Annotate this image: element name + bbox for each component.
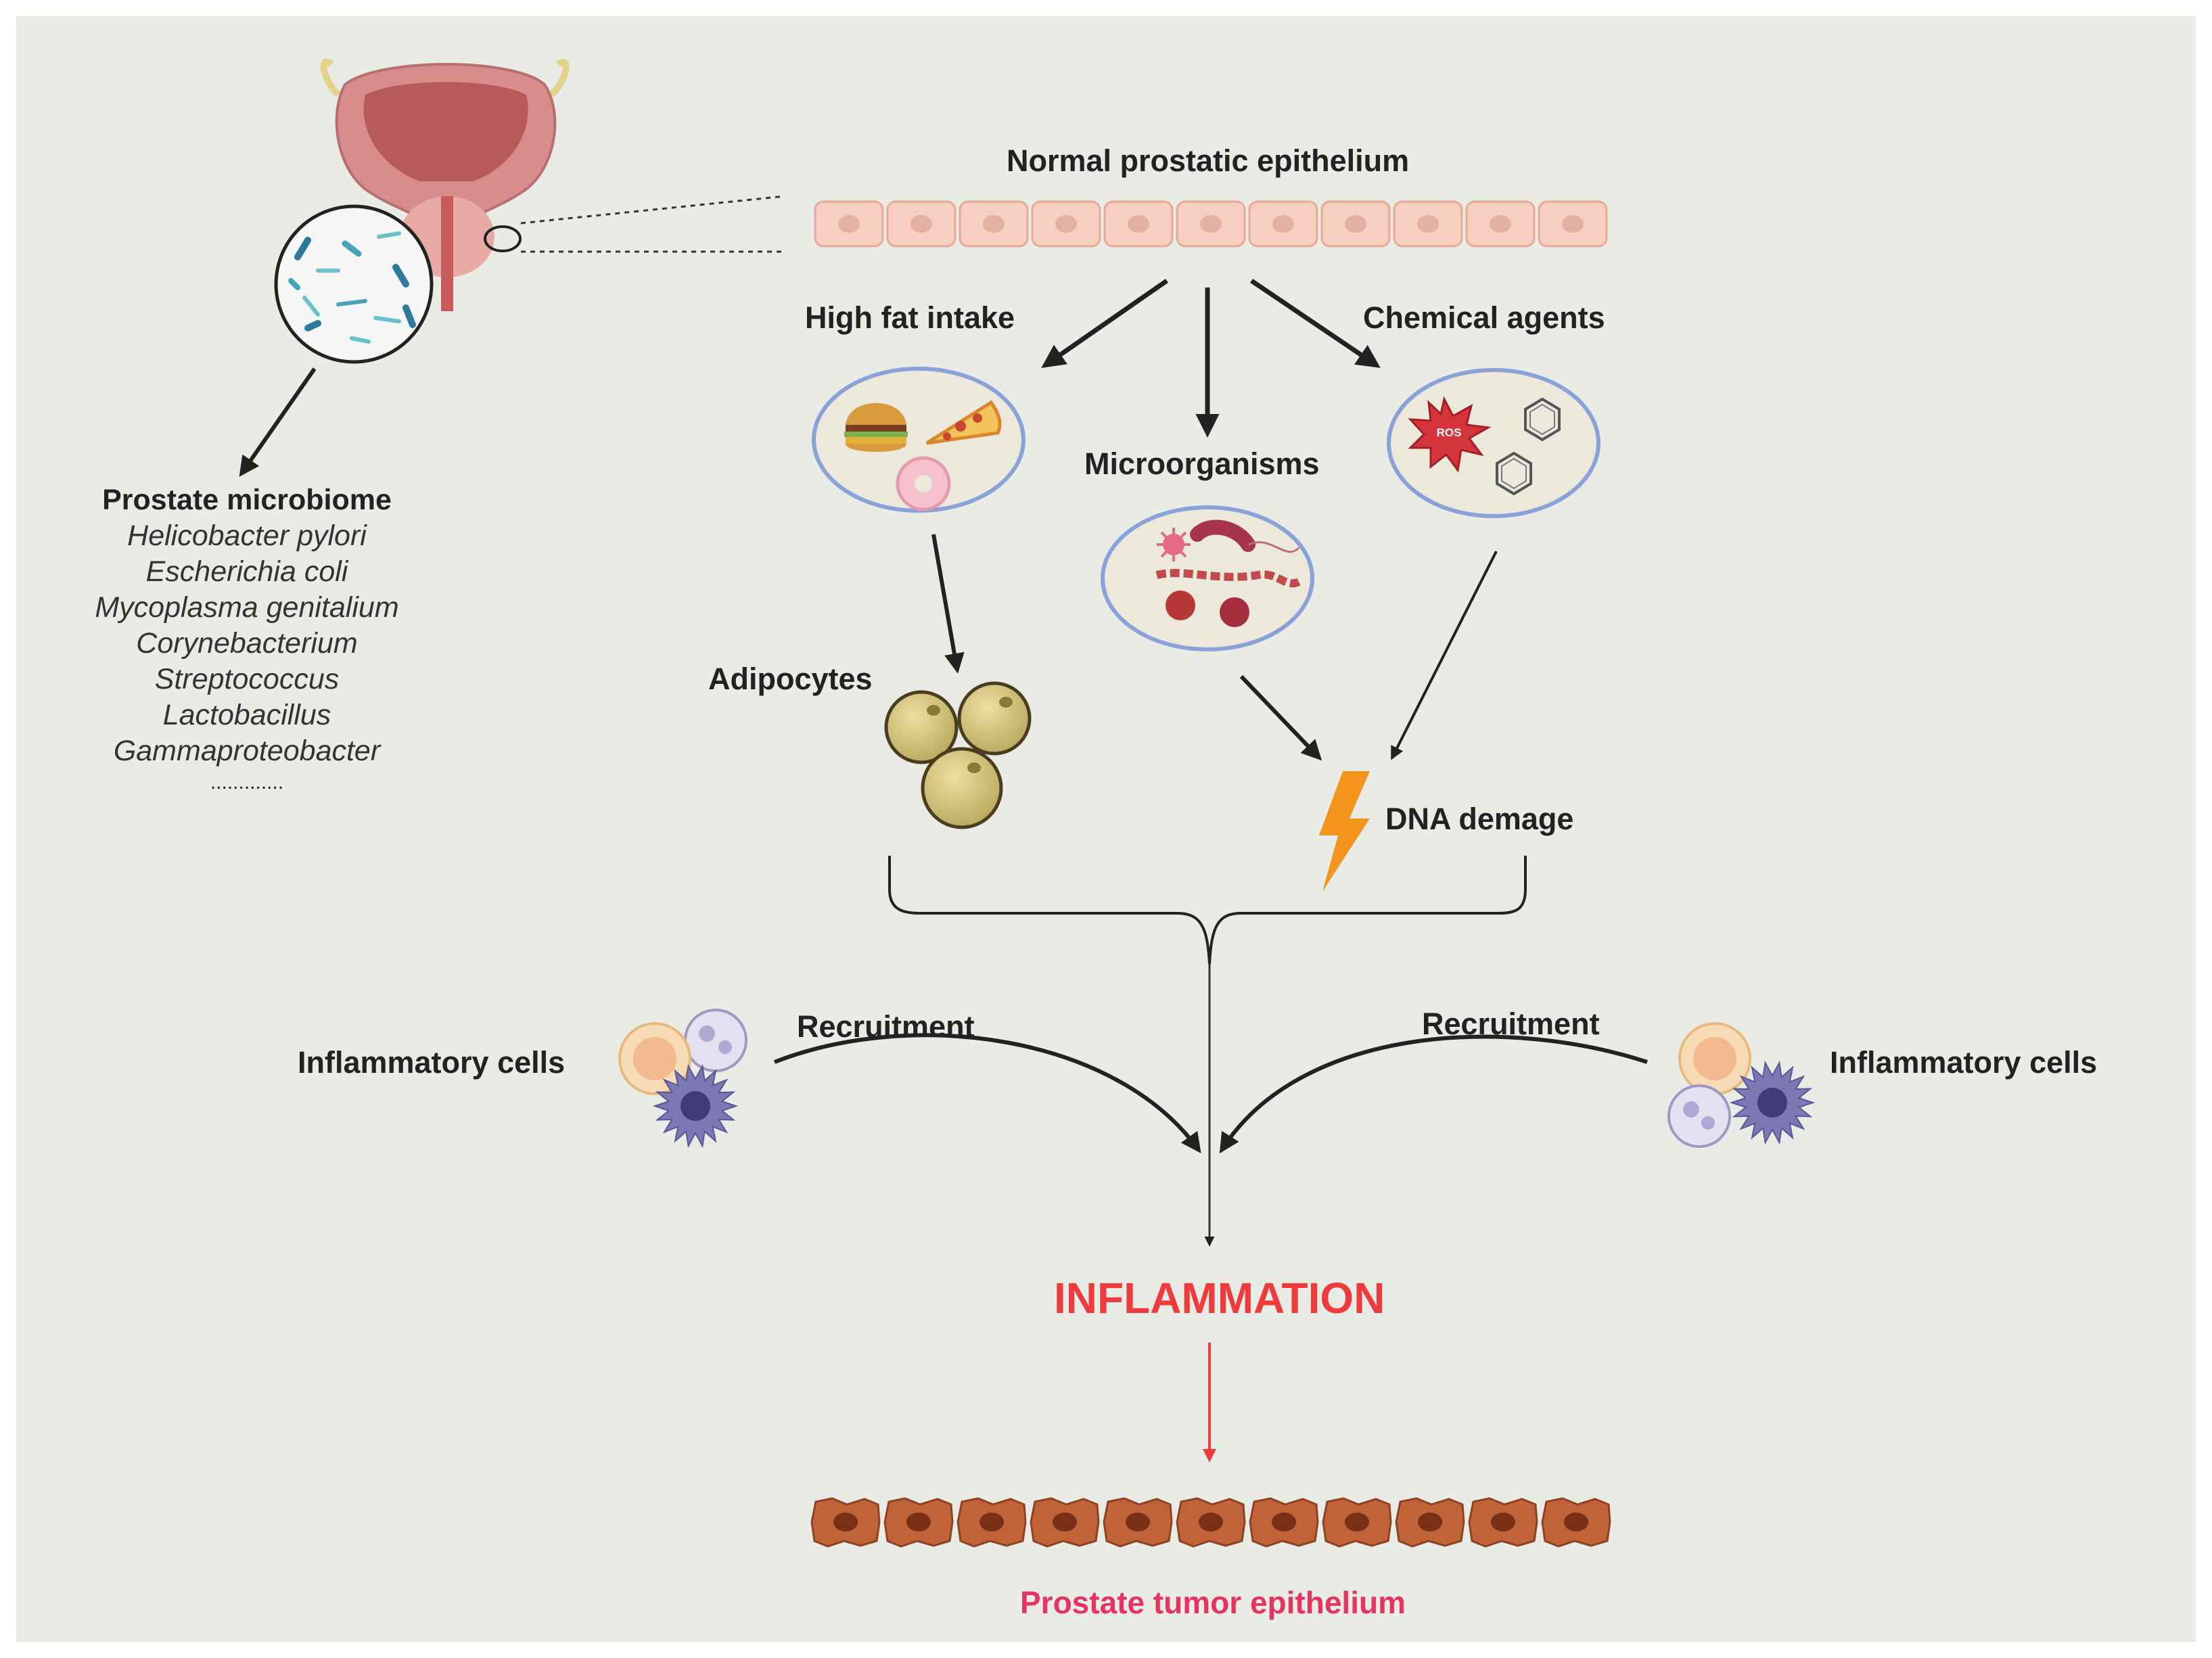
- normal-epithelium-cells: [814, 200, 1608, 248]
- species-item: Corynebacterium: [136, 627, 358, 660]
- adipocytes-label: Adipocytes: [708, 662, 873, 696]
- recruitment-right-label: Recruitment: [1422, 1007, 1600, 1041]
- species-item: Mycoplasma genitalium: [95, 591, 399, 624]
- branch-arrows: [1041, 279, 1381, 438]
- microbiome-ellipsis: .............: [210, 771, 284, 793]
- inflammatory-cell-icon: [1667, 1022, 1816, 1148]
- inflammatory-cells-right-label: Inflammatory cells: [1830, 1045, 2098, 1080]
- tumor-cell-nucleus: [906, 1513, 931, 1532]
- inflammatory-cells-left-label: Inflammatory cells: [298, 1045, 566, 1080]
- merge-brace: [888, 856, 1527, 1247]
- normal-cell-nucleus: [1128, 215, 1149, 233]
- inflammation-label: INFLAMMATION: [1054, 1274, 1385, 1322]
- normal-cell-nucleus: [1490, 215, 1511, 233]
- tumor-cell-nucleus: [1564, 1513, 1588, 1532]
- tumor-cell-nucleus: [1345, 1513, 1369, 1532]
- spiky-cell-nucleus: [681, 1091, 710, 1121]
- microorganisms-label: Microorganisms: [1084, 446, 1320, 481]
- normal-cell-nucleus: [1345, 215, 1366, 233]
- bacteria-magnifier-icon: [239, 204, 434, 477]
- tumor-cell-nucleus: [1126, 1513, 1150, 1532]
- species-item: Streptococcus: [154, 663, 340, 695]
- food-icon: [812, 367, 1026, 513]
- tumor-cell-nucleus: [833, 1513, 858, 1532]
- tumor-epithelium-cells: [810, 1497, 1611, 1548]
- tumor-cell-nucleus: [1491, 1513, 1515, 1532]
- microbiome-title: Prostate microbiome: [102, 484, 392, 516]
- normal-cell-nucleus: [911, 215, 932, 233]
- normal-cell-nucleus: [838, 215, 860, 233]
- microorganism-icon: [1101, 505, 1314, 651]
- normal-epithelium-label: Normal prostatic epithelium: [1007, 143, 1410, 178]
- inflammatory-cell-icon: [618, 1009, 747, 1149]
- spiky-cell-nucleus: [1757, 1088, 1787, 1118]
- normal-cell-nucleus: [983, 215, 1005, 233]
- tumor-cell-nucleus: [1053, 1513, 1077, 1532]
- lightning-icon: [1319, 771, 1370, 892]
- ros-badge: ROS: [1437, 426, 1462, 439]
- bladder-prostate-icon: [320, 59, 785, 311]
- tumor-epithelium-label: Prostate tumor epithelium: [1020, 1585, 1406, 1620]
- secondary-arrows: [931, 534, 1498, 761]
- normal-cell-nucleus: [1417, 215, 1439, 233]
- normal-cell-nucleus: [1055, 215, 1077, 233]
- normal-cell-nucleus: [1272, 215, 1294, 233]
- tumor-cell-nucleus: [1272, 1513, 1296, 1532]
- chemical-agents-label: Chemical agents: [1363, 300, 1605, 335]
- recruitment-arrows: [773, 1033, 1648, 1154]
- tumor-cell-nucleus: [980, 1513, 1004, 1532]
- ros-benzene-icon: ROS: [1387, 368, 1600, 518]
- normal-cell-nucleus: [1200, 215, 1222, 233]
- recruitment-left-label: Recruitment: [797, 1009, 975, 1044]
- microbiome-list: Prostate microbiome Helicobacter pylori …: [54, 482, 440, 796]
- species-item: Escherichia coli: [145, 555, 348, 588]
- species-item: Gammaproteobacter: [113, 735, 381, 767]
- species-item: Lactobacillus: [162, 699, 331, 731]
- normal-cell-nucleus: [1562, 215, 1584, 233]
- adipocyte-icon: [884, 681, 1032, 829]
- tumor-cell-nucleus: [1418, 1513, 1442, 1532]
- high-fat-intake-label: High fat intake: [805, 300, 1015, 335]
- dna-damage-label: DNA demage: [1385, 802, 1574, 836]
- species-item: Helicobacter pylori: [127, 520, 367, 552]
- tumor-cell-nucleus: [1199, 1513, 1223, 1532]
